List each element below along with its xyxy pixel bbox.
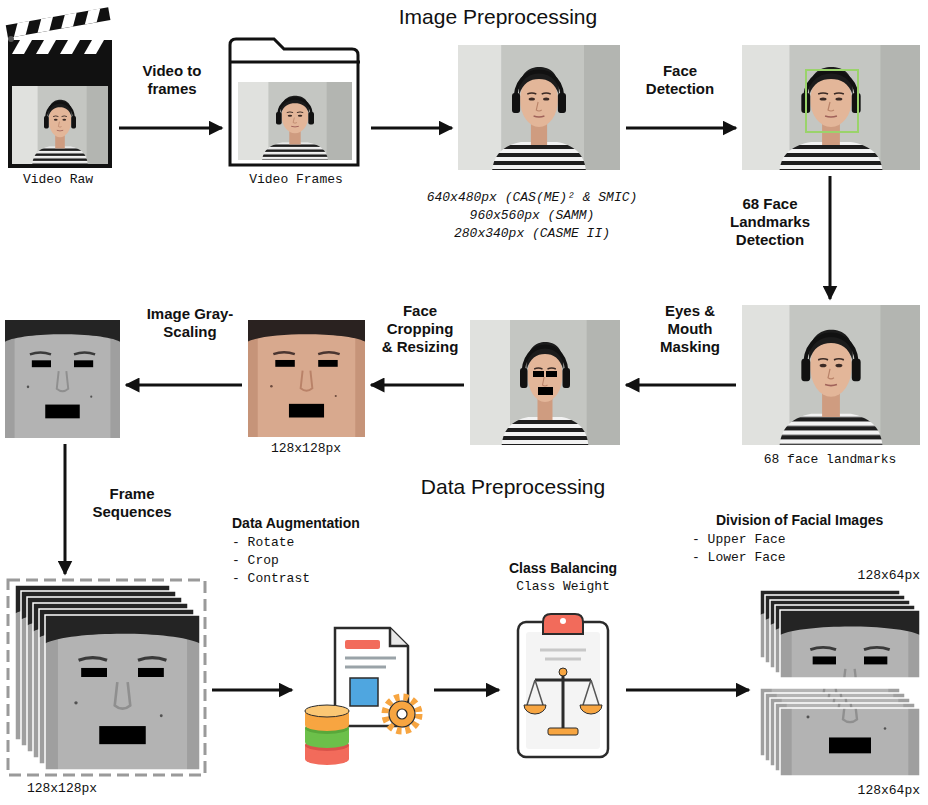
resolution-note: 960x560px (SAMM): [470, 208, 595, 224]
resolution-note: 280x340px (CASME II): [454, 226, 610, 242]
flow-arrow: [212, 689, 292, 692]
list-item: - Crop: [232, 553, 279, 569]
resolution-note: 640x480px (CAS(ME)² & SMIC): [427, 190, 638, 206]
image-caption: Video Raw: [23, 172, 93, 188]
flow-arrow: [64, 444, 67, 574]
edge-label: Eyes & Mouth Masking: [652, 302, 728, 356]
flow-arrow: [434, 689, 499, 692]
image-caption: Video Frames: [249, 172, 343, 188]
masked-image: [470, 320, 620, 445]
frame-sequence: 128x128px: [8, 580, 206, 800]
flow-arrow: [626, 689, 749, 692]
step-detail: Class Weight: [516, 579, 610, 595]
edge-label: Video to frames: [132, 62, 212, 98]
edge-label: 68 Face Landmarks Detection: [723, 195, 818, 249]
image-caption: 68 face landmarks: [764, 452, 897, 468]
flow-arrow: [371, 384, 464, 387]
video-raw-panel: Video Raw: [5, 5, 113, 190]
grayscale-face: [5, 320, 120, 438]
frames-folder: [230, 39, 360, 165]
edge-label: Face Detection: [640, 62, 720, 98]
step-heading: Division of Facial Images: [716, 512, 883, 529]
cropped-face: 128x128px: [248, 320, 365, 460]
class-balancing-step: Class BalancingClass Weight: [505, 555, 620, 763]
list-item: - Upper Face: [692, 532, 786, 548]
size-caption: 128x64px: [858, 783, 920, 799]
flow-arrow: [626, 384, 736, 387]
augmentation-step: Data Augmentation- Rotate- Crop- Contras…: [298, 615, 428, 775]
edge-label: Frame Sequences: [88, 485, 176, 521]
flow-arrow: [371, 127, 452, 130]
size-caption: 128x64px: [858, 568, 920, 584]
augmentation-icon: [305, 628, 419, 765]
size-caption: 128x128px: [271, 441, 341, 457]
section-heading: Data Preprocessing: [421, 474, 605, 499]
size-caption: 128x128px: [27, 781, 97, 797]
list-item: - Rotate: [232, 535, 294, 551]
lower-face-stack: [760, 620, 920, 776]
landmarks-image: 68 face landmarks: [742, 305, 920, 470]
balance-icon: [518, 614, 608, 757]
edge-label: Image Gray-Scaling: [140, 305, 240, 341]
edge-label: Face Cropping & Resizing: [380, 302, 460, 356]
cropped-face-photo: [248, 320, 365, 437]
frame-photo: [458, 45, 620, 170]
flow-arrow: [126, 384, 242, 387]
masked-photo: [470, 320, 620, 445]
step-heading: Class Balancing: [509, 560, 617, 577]
flow-arrow: [119, 127, 222, 130]
face-detection-photo: [742, 45, 920, 170]
gray-face-photo: [5, 320, 120, 438]
frame-image: 640x480px (CAS(ME)² & SMIC)960x560px (SA…: [458, 45, 620, 250]
face-division-step: Division of Facial Images- Upper Face- L…: [755, 586, 925, 798]
frame-photo: [238, 82, 352, 160]
step-heading: Data Augmentation: [232, 515, 360, 532]
flow-arrow: [626, 127, 736, 130]
list-item: - Lower Face: [692, 550, 786, 566]
clapperboard-video: [6, 7, 112, 168]
raw-video-photo: [12, 86, 108, 164]
face-detection-image: [742, 45, 920, 170]
frame-stack: [8, 580, 205, 775]
diagram-title: Image Preprocessing: [399, 4, 597, 29]
list-item: - Contrast: [232, 571, 310, 587]
landmarks-photo: [742, 305, 920, 445]
video-frames-panel: Video Frames: [228, 35, 365, 190]
flow-arrow: [829, 176, 832, 299]
